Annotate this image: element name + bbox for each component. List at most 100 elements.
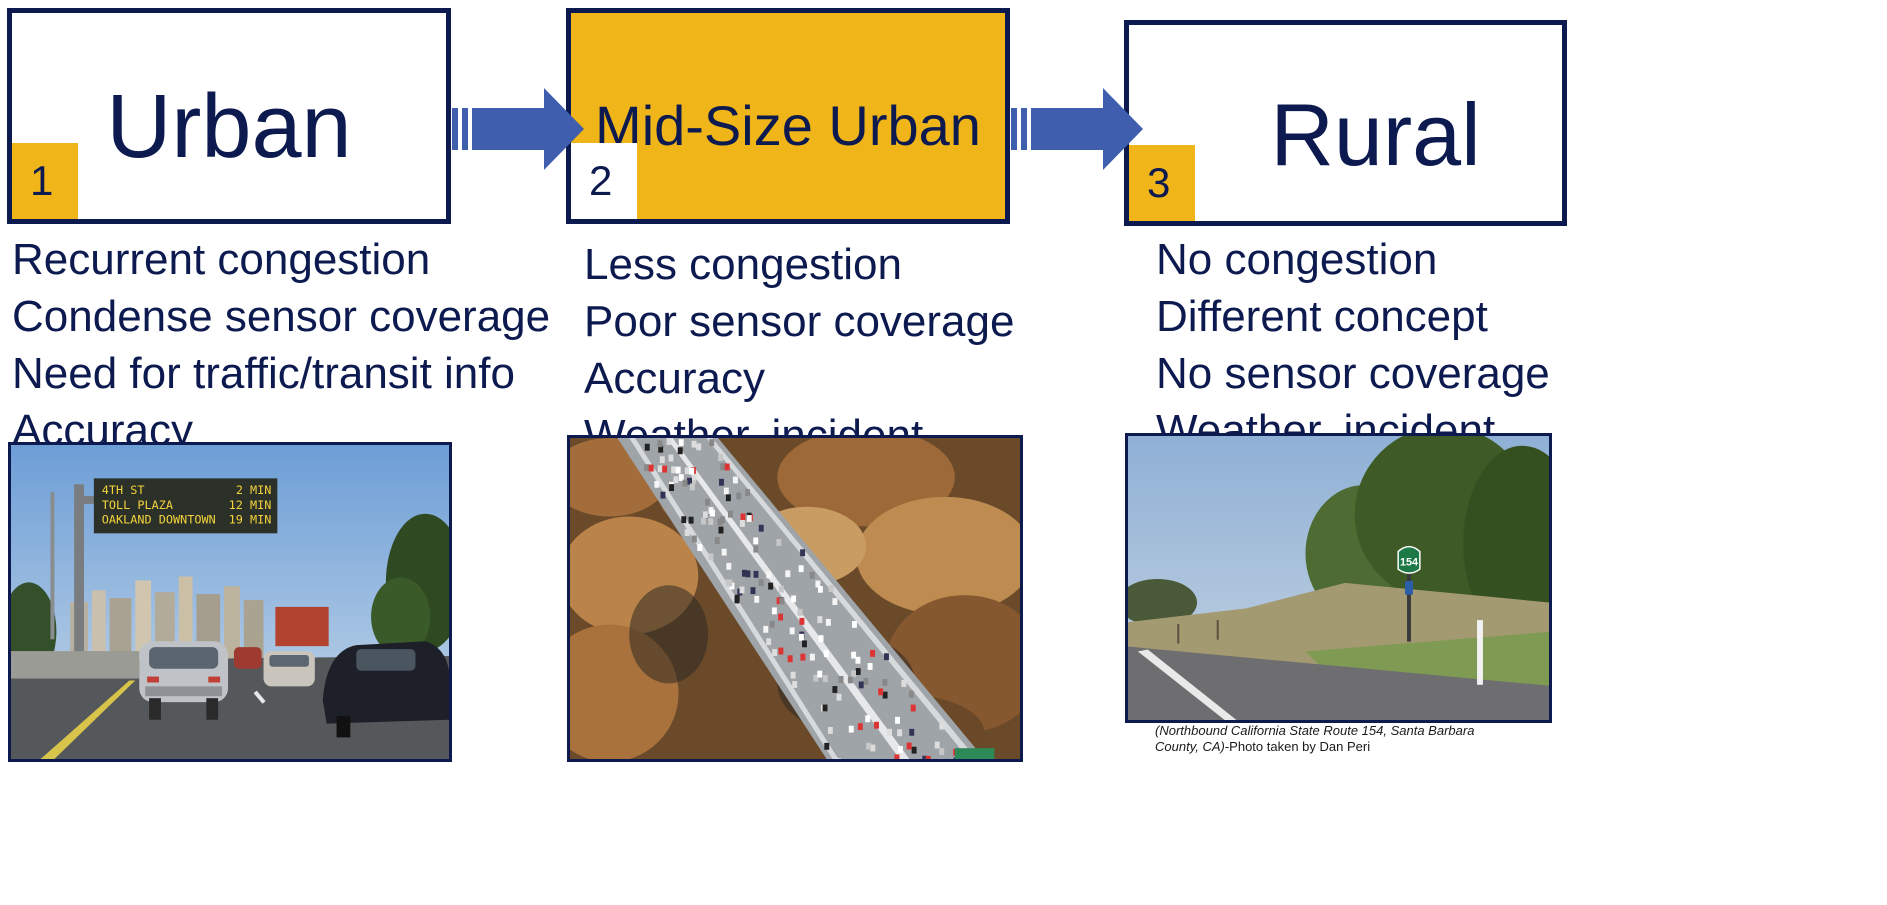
vehicle-dot (911, 746, 917, 754)
stage-box-rural: Rural 3 (1124, 20, 1567, 226)
vehicle-dot (790, 671, 796, 679)
vehicle-dot (687, 477, 692, 485)
stage-box-urban: Urban 1 (7, 8, 451, 224)
caption-location-line-1: (Northbound California State Route 154, … (1155, 723, 1475, 738)
vehicle-dot (865, 715, 871, 723)
vehicle-dot (870, 744, 876, 752)
vehicle-dot (750, 587, 756, 595)
vehicle-dot (758, 524, 764, 532)
note-item: Less congestion (584, 240, 902, 289)
vehicle-dot (718, 526, 724, 534)
stage-title-mid-size-urban: Mid-Size Urban (595, 94, 981, 157)
vehicle-dot (800, 653, 806, 661)
vehicle-dot (719, 478, 724, 486)
vehicle-dot (870, 649, 876, 657)
vehicle-dot (800, 549, 806, 557)
sign-destination-text: 4TH ST (102, 483, 145, 497)
vehicle-dot (798, 565, 804, 573)
vehicle-dot (778, 585, 784, 593)
vehicle-dot (817, 616, 823, 624)
vehicle-dot (855, 668, 861, 675)
vehicle-dot (785, 570, 791, 578)
vehicle-dot (828, 585, 834, 593)
vehicle-dot (772, 649, 778, 656)
vehicle-dot (939, 748, 945, 755)
vehicle-dot (718, 454, 724, 461)
vehicle-dot (658, 445, 664, 453)
vehicle-dot (648, 464, 654, 472)
vehicle-dot (939, 722, 945, 730)
vehicle-dot (691, 476, 697, 484)
vehicle-dot (857, 723, 863, 731)
vehicle-dot (824, 742, 830, 750)
vehicle-dot (778, 613, 784, 621)
vehicle-dot (836, 693, 842, 701)
vehicle-dot (906, 742, 912, 750)
vehicle-dot (813, 674, 819, 682)
vehicle-dot (776, 597, 782, 605)
vehicle-dot (725, 494, 731, 502)
vehicle-dot (678, 439, 684, 447)
vehicle-dot (691, 535, 697, 543)
flow-arrow-2-icon (1011, 88, 1143, 170)
vehicle-dot (878, 688, 884, 696)
stage-number-badge-1: 1 (12, 143, 78, 219)
vehicle-dot (882, 691, 888, 699)
flow-arrow-1-icon (452, 88, 584, 170)
vehicle-dot (668, 454, 674, 462)
vehicle-dot (681, 516, 687, 524)
vehicle-dot (910, 704, 916, 712)
route-shield-number: 154 (1400, 556, 1418, 568)
vehicle-dot (863, 677, 869, 685)
vehicle-dot (702, 511, 708, 519)
vehicle-dot (753, 545, 759, 553)
vehicle-dot (725, 579, 731, 587)
vehicle-dot (797, 608, 803, 616)
vehicle-dot (732, 476, 738, 484)
vehicle-dot (684, 467, 690, 475)
vehicle-dot (659, 456, 665, 464)
vehicle-dot (654, 480, 660, 488)
stage-notes-urban: Recurrent congestion Condense sensor cov… (12, 231, 550, 459)
vehicle-dot (673, 476, 679, 484)
stage-notes-rural: No congestion Different concept No senso… (1156, 231, 1551, 459)
note-item: Need for traffic/transit info (12, 349, 515, 398)
vehicle-dot (798, 633, 804, 641)
vehicle-dot (727, 510, 733, 518)
stage-box-mid-size-urban: Mid-Size Urban 2 (566, 8, 1010, 224)
vehicle-dot (815, 580, 821, 588)
vehicle-dot (691, 440, 697, 448)
vehicle-dot (838, 676, 844, 683)
vehicle-dot (909, 728, 915, 736)
vehicle-dot (809, 653, 815, 661)
vehicle-dot (855, 656, 861, 664)
vehicle-dot (894, 754, 900, 759)
vehicle-dot (769, 620, 775, 628)
vehicle-dot (677, 447, 683, 455)
caption-location-line-2: County, CA) (1155, 739, 1225, 754)
vehicle-dot (867, 662, 873, 670)
sign-travel-time-text: 19 MIN (229, 513, 272, 527)
vehicle-dot (689, 467, 695, 475)
vehicle-dot (802, 640, 807, 648)
vehicle-dot (858, 681, 864, 689)
vehicle-dot (817, 670, 823, 678)
note-item: Recurrent congestion (12, 235, 431, 284)
vehicle-dot (866, 742, 872, 750)
vehicle-dot (644, 464, 650, 472)
vehicle-dot (675, 466, 681, 474)
vehicle-dot (657, 440, 663, 448)
vehicle-dot (771, 607, 777, 615)
vehicle-dot (847, 676, 853, 684)
vehicle-dot (754, 595, 760, 603)
vehicle-dot (758, 579, 764, 586)
vehicle-dot (874, 721, 879, 729)
vehicle-dot (809, 571, 815, 579)
vehicle-dot (851, 620, 857, 628)
vehicle-dot (705, 498, 710, 506)
vehicle-dot (817, 585, 823, 593)
vehicle-dot (666, 438, 672, 445)
vehicle-dot (776, 539, 782, 546)
vehicle-dot (895, 716, 900, 724)
